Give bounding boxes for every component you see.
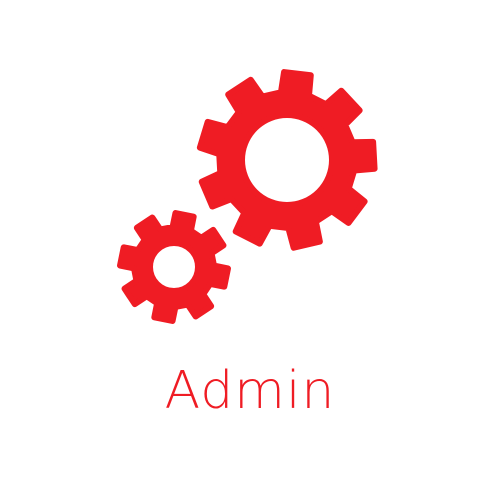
small-gear-icon	[117, 210, 231, 324]
large-gear-icon	[196, 69, 378, 251]
large-gear-shape	[196, 69, 378, 251]
tile-label: Admin	[164, 361, 336, 421]
small-gear-shape	[117, 210, 231, 324]
